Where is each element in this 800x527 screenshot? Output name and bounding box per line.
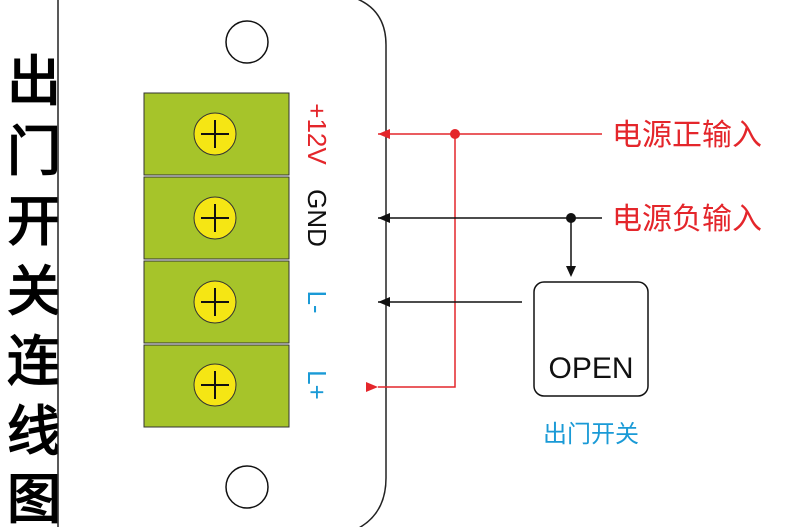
mounting-hole-bottom bbox=[225, 465, 269, 509]
terminal-label-l-plus: L+ bbox=[302, 370, 332, 400]
exit-switch: OPEN bbox=[533, 281, 649, 397]
arrow-down-icon bbox=[566, 266, 576, 277]
terminal-label-gnd: GND bbox=[302, 189, 332, 247]
title-char: 门 bbox=[7, 120, 61, 183]
switch-label: OPEN bbox=[548, 352, 633, 385]
wires bbox=[366, 129, 602, 392]
terminal-block bbox=[143, 92, 290, 428]
screw-icon bbox=[193, 112, 237, 156]
title-char: 出 bbox=[7, 50, 61, 113]
terminal-label-12v: +12V bbox=[302, 103, 332, 165]
switch-caption: 出门开关 bbox=[543, 420, 639, 448]
screw-icon bbox=[193, 280, 237, 324]
screw-icon bbox=[193, 363, 237, 407]
title-char: 开 bbox=[7, 190, 61, 253]
wire-l-plus bbox=[366, 134, 456, 392]
title-char: 连 bbox=[7, 330, 61, 393]
mounting-hole-top bbox=[225, 20, 269, 64]
power-positive-input-label: 电源正输入 bbox=[612, 118, 762, 153]
vertical-title: 出 门 开 关 连 线 图 bbox=[7, 50, 61, 527]
terminal-label-l-minus: L- bbox=[302, 290, 332, 313]
title-char: 图 bbox=[7, 468, 61, 527]
title-char: 线 bbox=[7, 400, 61, 463]
title-char: 关 bbox=[7, 260, 61, 323]
power-negative-input-label: 电源负输入 bbox=[612, 202, 762, 237]
screw-icon bbox=[193, 196, 237, 240]
